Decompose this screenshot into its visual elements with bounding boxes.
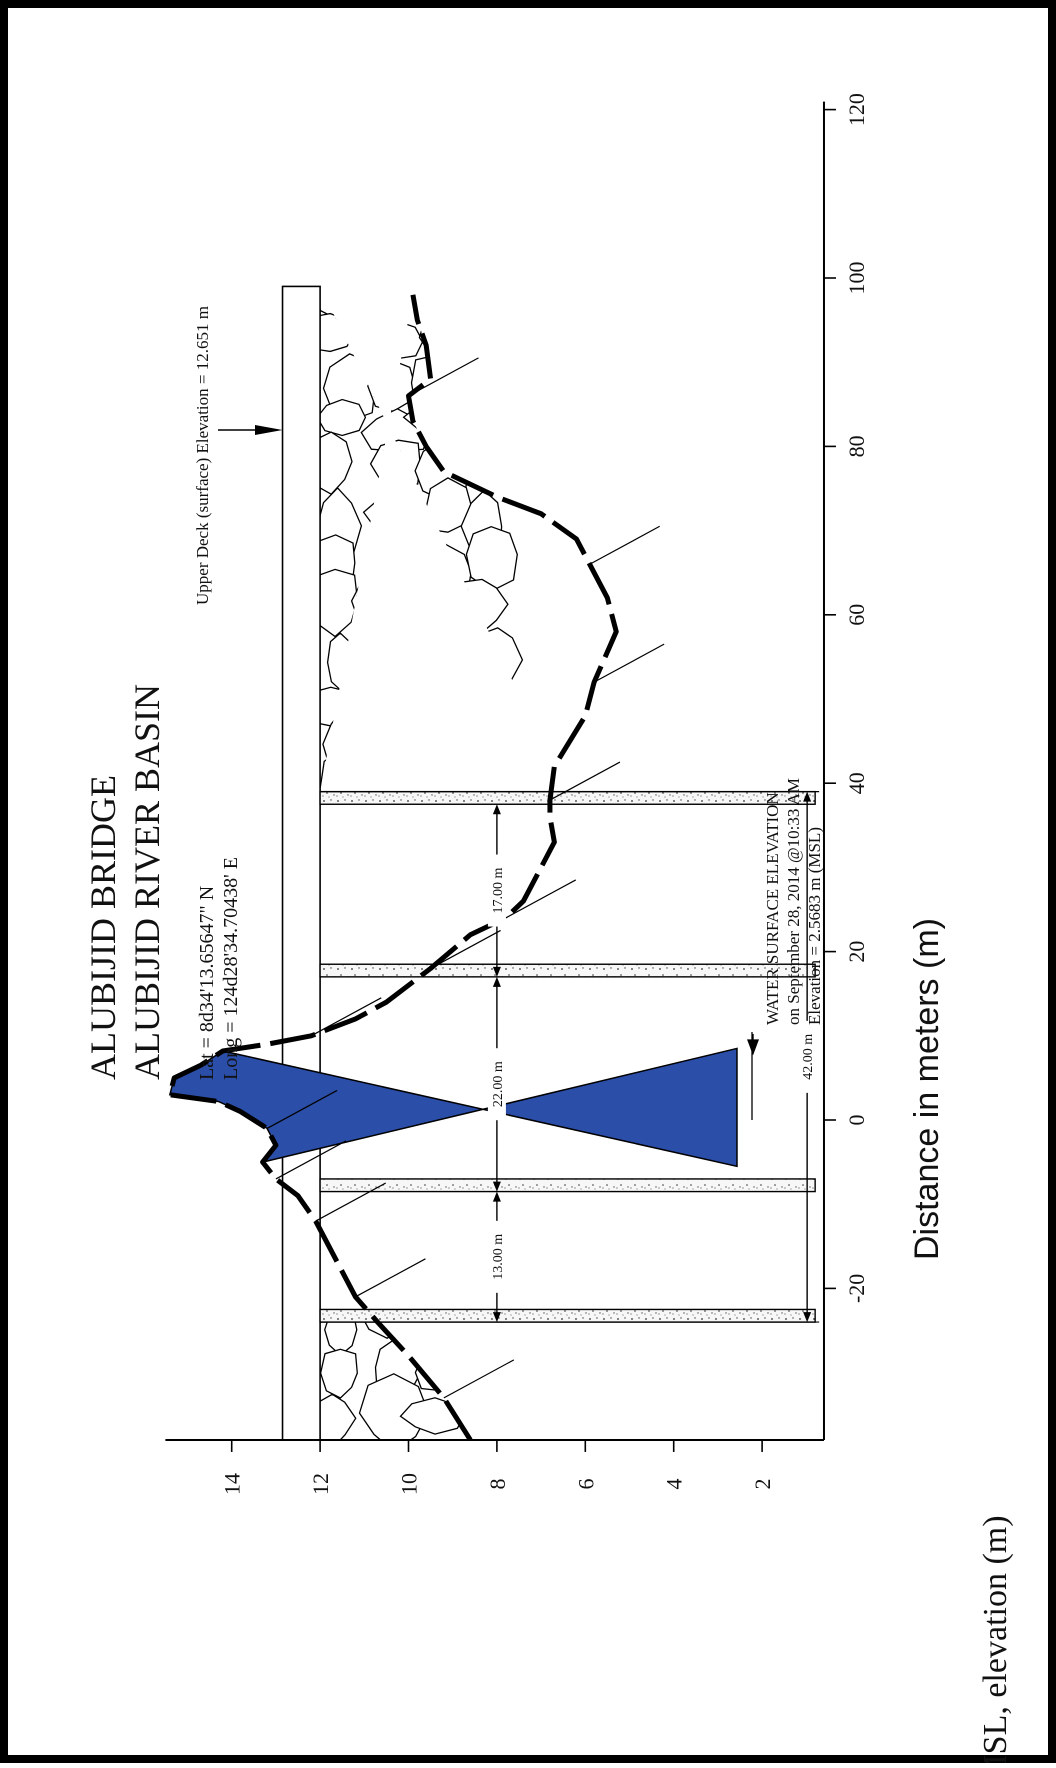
x-tick-label: 0 <box>844 1115 869 1126</box>
pier-4 <box>319 790 816 805</box>
pier-3 <box>319 963 816 978</box>
rock <box>476 679 511 718</box>
rock <box>464 348 503 398</box>
profile-leader <box>266 1089 338 1129</box>
deck-slab <box>281 285 321 1441</box>
span-arrow <box>492 1312 501 1323</box>
span-label-bg <box>487 1220 506 1293</box>
rock <box>462 296 516 372</box>
rock <box>448 1323 471 1395</box>
rock <box>345 620 408 698</box>
total-span-arrow <box>803 791 812 802</box>
total-span-arrow <box>803 1312 812 1323</box>
span-arrow <box>492 966 501 977</box>
rock <box>421 589 463 639</box>
span-label-bg <box>487 854 506 927</box>
span-label-3: 17.00 m <box>491 868 506 914</box>
y-tick-label: 2 <box>750 1478 775 1489</box>
rock <box>474 446 514 493</box>
profile-leader <box>505 879 577 919</box>
water-surface-title: WATER SURFACE ELEVATION <box>763 792 782 1025</box>
water-surface-date: on September 28, 2014 @10:33 AM <box>784 778 803 1025</box>
x-tick-label: 120 <box>844 93 869 126</box>
x-tick-label: -20 <box>844 1274 869 1303</box>
water-arrow-head <box>747 1039 759 1056</box>
rock <box>320 568 359 638</box>
x-tick-label: 60 <box>844 604 869 626</box>
y-axis-title: MSL, elevation (m) <box>977 1515 1014 1763</box>
y-tick-label: 8 <box>485 1478 510 1489</box>
y-tick-label: 12 <box>308 1473 333 1495</box>
latitude-label: Lat = 8d34'13.65647" N <box>196 886 218 1080</box>
x-axis-title: Distance in meters (m) <box>908 918 946 1260</box>
span-arrow <box>492 1181 501 1192</box>
chart-title: ALUBIJID BRIDGE <box>83 775 123 1080</box>
ground-profile <box>167 294 619 1442</box>
y-tick-label: 14 <box>220 1473 245 1495</box>
rock <box>417 715 470 787</box>
deck-elevation-label: Upper Deck (surface) Elevation = 12.651 … <box>193 306 212 605</box>
total-span-label: 42.00 m <box>801 1034 816 1080</box>
profile-leader <box>275 1140 347 1180</box>
rock <box>363 319 424 360</box>
x-tick-label: 40 <box>844 772 869 794</box>
profile-leader <box>589 525 661 565</box>
rock <box>421 683 454 716</box>
span-arrow <box>492 976 501 987</box>
y-tick-label: 4 <box>662 1478 687 1489</box>
span-label-bg <box>487 1048 506 1121</box>
pier-2 <box>319 1178 816 1193</box>
y-tick-label: 10 <box>397 1473 422 1495</box>
rock <box>455 760 509 792</box>
total-span-label-bg <box>798 1020 817 1093</box>
rock <box>423 286 462 310</box>
span-arrow <box>492 804 501 815</box>
y-tick-label: 6 <box>573 1478 598 1489</box>
rock <box>455 402 529 462</box>
span-arrow <box>492 1191 501 1202</box>
chart-subtitle: ALUBIJID RIVER BASIN <box>127 684 167 1080</box>
rock <box>326 632 356 691</box>
profile-leader <box>443 1359 515 1399</box>
rock <box>320 431 353 496</box>
span-label-2: 22.00 m <box>491 1061 506 1107</box>
title-block: ALUBIJID BRIDGE ALUBIJID RIVER BASIN Lat… <box>83 684 242 1080</box>
rock <box>364 286 421 301</box>
rock <box>467 1322 471 1358</box>
rock <box>320 398 367 437</box>
water-body <box>168 1047 738 1168</box>
rock <box>324 1322 358 1357</box>
profile-leader <box>430 929 501 969</box>
rock <box>410 354 460 410</box>
rock <box>380 530 420 601</box>
rock <box>350 573 410 626</box>
x-tick-label: 20 <box>844 941 869 963</box>
rock <box>465 526 518 592</box>
water-surface-elevation: Elevation = 2.5683 m (MSL) <box>805 827 824 1025</box>
span-label-1: 13.00 m <box>491 1234 506 1280</box>
profile-leader <box>315 1182 386 1222</box>
rock <box>345 673 409 714</box>
profile-leader <box>310 997 382 1037</box>
longitude-label: Long = 124d28'34.70438' E <box>220 857 242 1080</box>
rock <box>466 286 500 331</box>
rock <box>320 749 362 792</box>
right-embankment-rocks <box>320 286 529 792</box>
rock <box>371 722 413 768</box>
pier-1 <box>319 1308 816 1323</box>
rock <box>320 286 368 322</box>
profile-leader <box>408 357 479 397</box>
profile-leader <box>355 1258 426 1298</box>
rock <box>423 623 460 677</box>
rock <box>358 1373 430 1440</box>
x-tick-label: 100 <box>844 262 869 295</box>
profile-leader <box>593 643 665 683</box>
profile-leader <box>549 761 621 801</box>
rock <box>450 718 514 765</box>
x-tick-label: 80 <box>844 435 869 457</box>
deck-arrow-head <box>255 425 283 435</box>
